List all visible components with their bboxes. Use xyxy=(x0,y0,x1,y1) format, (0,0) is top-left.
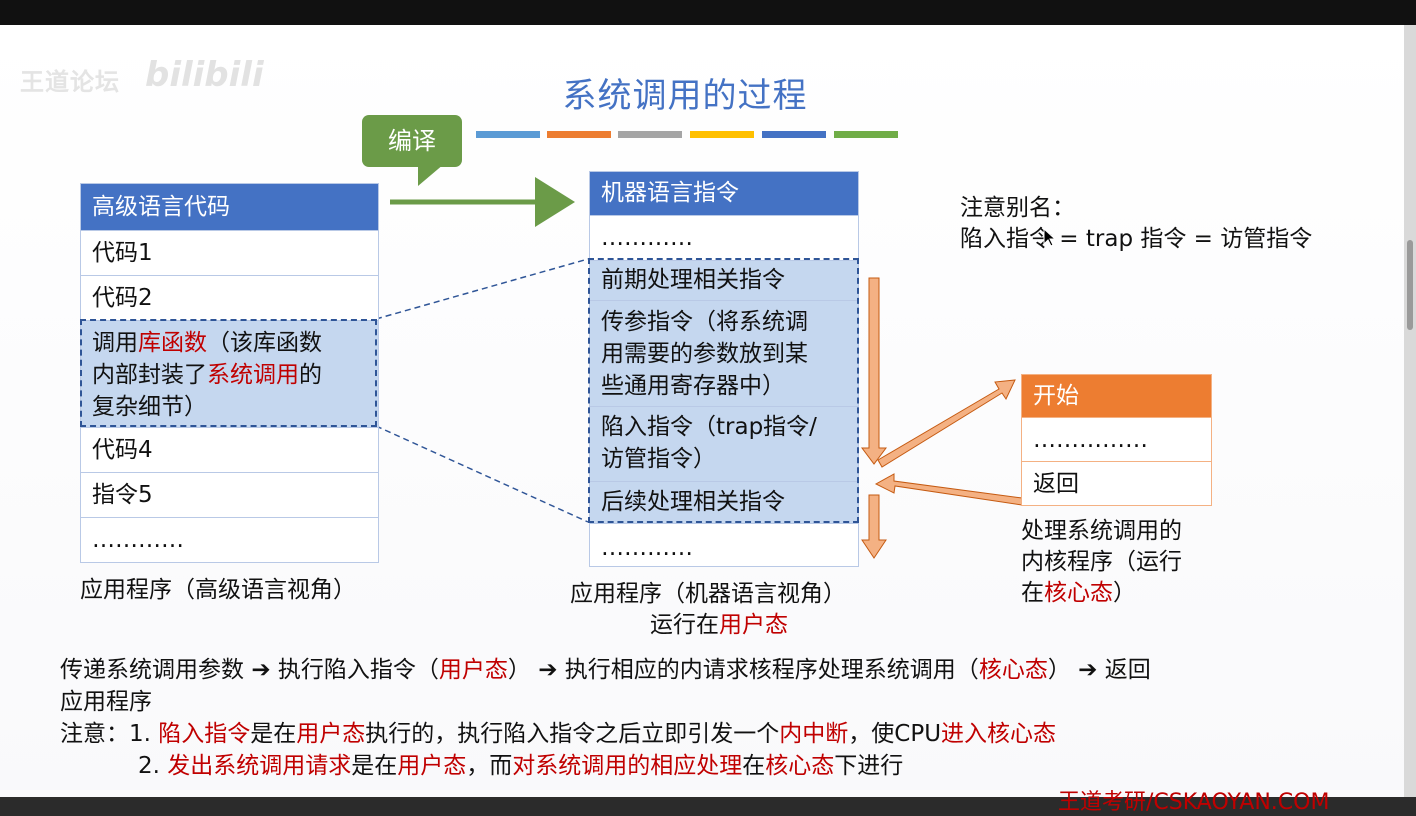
to-kernel-arrow xyxy=(877,379,1016,468)
flow-down-arrow-short xyxy=(861,494,887,559)
param-passing-row: 传参指令（将系统调 用需要的参数放到某 些通用寄存器中） xyxy=(590,300,858,406)
slide-title: 系统调用的过程 xyxy=(562,76,808,116)
footer-brand: 王道考研/CSKAOYAN.COM xyxy=(1058,790,1330,815)
alias-note-body: 陷入指令 = trap 指令 = 访管指令 xyxy=(960,226,1313,252)
note-line-1: 注意：1. 陷入指令是在用户态执行的，执行陷入指令之后立即引发一个内中断，使CP… xyxy=(60,721,1057,747)
title-bar-segment-5 xyxy=(762,131,826,138)
scrollbar-thumb[interactable] xyxy=(1407,240,1413,330)
arrow-icon: ➔ xyxy=(538,657,558,683)
title-bar-segment-6 xyxy=(834,131,898,138)
pre-processing-row: 前期处理相关指令 xyxy=(590,260,858,300)
process-flow-text: 传递系统调用参数 ➔ 执行陷入指令（用户态） ➔ 执行相应的内请求核程序处理系统… xyxy=(60,657,1151,683)
compile-callout: 编译 xyxy=(362,115,462,167)
table-row: 指令5 xyxy=(81,472,378,517)
arrow-icon: ➔ xyxy=(1078,657,1098,683)
zoom-connector-top xyxy=(375,258,589,320)
vertical-scrollbar[interactable] xyxy=(1404,25,1416,797)
high-level-code-table: 高级语言代码 代码1 代码2 调用库函数（该库函数 内部封装了系统调用的 复杂细… xyxy=(80,183,379,563)
table-row: 代码1 xyxy=(81,230,378,275)
alias-note-title: 注意别名： xyxy=(960,195,1075,221)
library-call-row: 调用库函数（该库函数 内部封装了系统调用的 复杂细节） xyxy=(81,320,378,427)
note-line-2: 2. 发出系统调用请求是在用户态，而对系统调用的相应处理在核心态下进行 xyxy=(138,753,904,779)
diagram-arrows xyxy=(375,177,1023,559)
title-bar-segment-4 xyxy=(690,131,754,138)
library-call-dashed-box xyxy=(80,319,377,427)
kernel-program-table: 开始 …………… 返回 xyxy=(1021,374,1212,506)
zoom-connector-bottom xyxy=(375,425,589,523)
mouse-cursor-icon xyxy=(1043,228,1057,247)
table-row: 代码4 xyxy=(81,427,378,472)
title-bar-segment-1 xyxy=(476,131,540,138)
high-level-header: 高级语言代码 xyxy=(81,184,378,230)
machine-header: 机器语言指令 xyxy=(590,172,858,215)
post-processing-row: 后续处理相关指令 xyxy=(590,481,858,523)
flow-down-arrow xyxy=(861,277,887,465)
kernel-header: 开始 xyxy=(1022,375,1211,417)
kernel-caption: 处理系统调用的 内核程序（运行 在核心态） xyxy=(1021,518,1182,606)
high-level-caption: 应用程序（高级语言视角） xyxy=(80,577,356,603)
watermark-text: 王道论坛 xyxy=(20,68,120,96)
table-row: 返回 xyxy=(1022,461,1211,505)
user-mode-caption: 运行在用户态 xyxy=(650,612,788,638)
table-row: ………… xyxy=(81,517,378,561)
title-bar-segment-3 xyxy=(618,131,682,138)
machine-caption: 应用程序（机器语言视角） xyxy=(570,581,846,607)
process-flow-text-line2: 应用程序 xyxy=(60,689,152,715)
machine-instruction-table: 机器语言指令 ………… 前期处理相关指令 传参指令（将系统调 用需要的参数放到某… xyxy=(589,171,859,567)
from-kernel-arrow xyxy=(874,473,1023,506)
table-row: ………… xyxy=(590,215,858,260)
machine-dashed-box xyxy=(588,258,859,523)
trap-instruction-row: 陷入指令（trap指令/ 访管指令） xyxy=(590,406,858,481)
table-row: ………… xyxy=(590,523,858,565)
arrow-icon: ➔ xyxy=(251,657,271,683)
table-row: …………… xyxy=(1022,417,1211,461)
watermark-logo: bilibili xyxy=(145,55,264,95)
callout-tail xyxy=(418,164,444,186)
top-bar xyxy=(0,0,1416,25)
title-bar-segment-2 xyxy=(547,131,611,138)
table-row: 代码2 xyxy=(81,275,378,320)
